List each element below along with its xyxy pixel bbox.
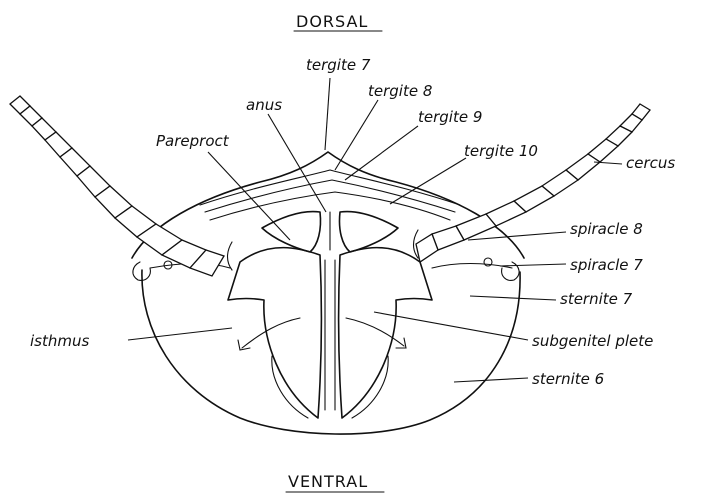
ventral-label: VENTRAL xyxy=(288,472,368,491)
leader-sternite-7 xyxy=(470,296,556,300)
label-tergite-7: tergite 7 xyxy=(306,56,371,74)
label-spiracle-8: spiracle 8 xyxy=(570,220,643,238)
arrow-left-curve xyxy=(242,318,300,348)
cercus-right xyxy=(416,104,650,262)
leader-spiracle-8 xyxy=(468,232,566,240)
label-spiracle-7: spiracle 7 xyxy=(570,256,643,274)
label-anus: anus xyxy=(246,96,282,114)
orientation-ventral: VENTRAL xyxy=(286,472,384,492)
tergite-9-line xyxy=(205,180,455,212)
dorsal-label: DORSAL xyxy=(296,12,368,31)
leader-isthmus xyxy=(128,328,232,340)
arrow-left-head xyxy=(238,340,250,350)
spiracle-7-right-lobe xyxy=(502,262,519,280)
leader-subgenital-plate xyxy=(374,312,528,340)
leader-tergite-10 xyxy=(390,158,466,204)
subgenital-plate-left-lobe xyxy=(228,248,321,418)
leader-sternite-6 xyxy=(454,378,528,382)
leader-tergite-8 xyxy=(335,100,378,170)
leader-tergite-9 xyxy=(345,126,418,180)
leader-paraproct xyxy=(208,152,290,240)
label-tergite-8: tergite 8 xyxy=(368,82,432,100)
leader-tergite-7 xyxy=(325,78,330,150)
paraproct-right xyxy=(339,212,398,252)
subgenital-plate xyxy=(228,248,432,418)
arrow-right-head xyxy=(396,338,406,348)
cercus-left xyxy=(10,96,224,276)
leader-anus xyxy=(268,114,326,212)
label-sternite-7: sternite 7 xyxy=(560,290,633,308)
paraproct-left xyxy=(262,212,321,252)
label-paraproct: Pareproct xyxy=(156,132,230,150)
label-cercus: cercus xyxy=(626,154,675,172)
label-tergite-10: tergite 10 xyxy=(464,142,538,160)
label-isthmus: isthmus xyxy=(30,332,89,350)
label-subgenital-plate: subgenitel plete xyxy=(532,332,653,350)
orientation-dorsal: DORSAL xyxy=(294,12,382,31)
tergite-7-outline xyxy=(132,152,524,258)
leader-spiracle-7 xyxy=(500,264,566,266)
spiracle-8-left xyxy=(228,242,233,270)
abdomen-outline xyxy=(132,152,524,434)
label-tergite-9: tergite 9 xyxy=(418,108,482,126)
sternite-6-outline xyxy=(142,270,520,434)
label-sternite-6: sternite 6 xyxy=(532,370,604,388)
